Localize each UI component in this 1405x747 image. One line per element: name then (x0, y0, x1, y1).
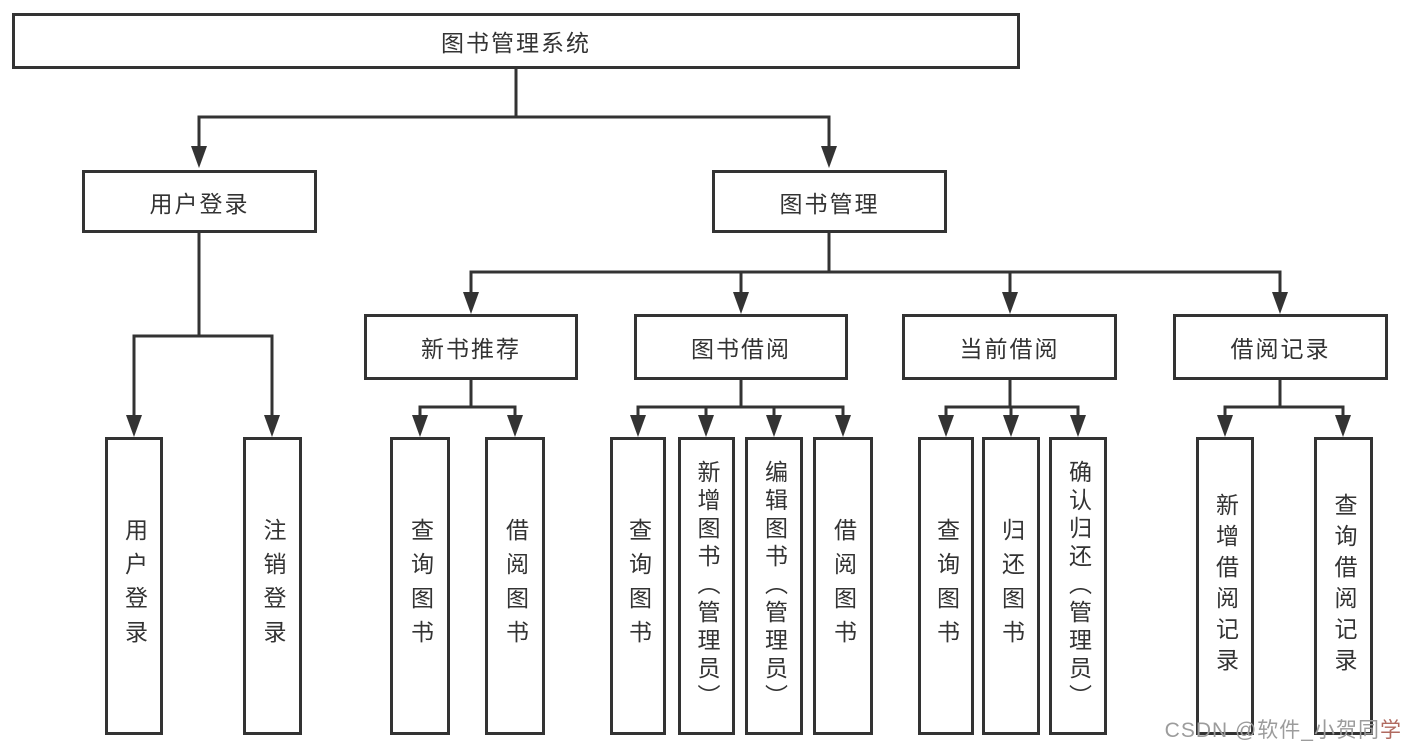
node-book-borrow: 图书借阅 (634, 314, 848, 380)
leaf-bb-borrow-book: 借阅图书 (813, 437, 873, 735)
leaf-bb-edit-book-admin: 编辑图书（管理员） (745, 437, 803, 735)
leaf-cb-confirm-return-admin: 确认归还（管理员） (1049, 437, 1107, 735)
leaf-cb-query-book: 查询图书 (918, 437, 974, 735)
watermark-accent-text: 学 (1380, 719, 1402, 742)
leaf-bb-query-book: 查询图书 (610, 437, 666, 735)
leaf-logout: 注销登录 (243, 437, 302, 735)
node-new-book-recommend: 新书推荐 (364, 314, 578, 380)
leaf-user-login: 用户登录 (105, 437, 163, 735)
leaf-br-query-borrow-record: 查询借阅记录 (1314, 437, 1373, 735)
leaf-nb-query-book: 查询图书 (390, 437, 450, 735)
leaf-bb-add-book-admin: 新增图书（管理员） (678, 437, 735, 735)
node-current-borrow: 当前借阅 (902, 314, 1117, 380)
watermark-text: CSDN @软件_小贺同 (1164, 719, 1380, 742)
node-root-library-system: 图书管理系统 (12, 13, 1020, 69)
node-book-management: 图书管理 (712, 170, 947, 233)
leaf-br-add-borrow-record: 新增借阅记录 (1196, 437, 1254, 735)
node-user-login: 用户登录 (82, 170, 317, 233)
leaf-cb-return-book: 归还图书 (982, 437, 1040, 735)
node-borrow-record: 借阅记录 (1173, 314, 1388, 380)
watermark: CSDN @软件_小贺同学 (1165, 714, 1402, 744)
leaf-nb-borrow-book: 借阅图书 (485, 437, 545, 735)
